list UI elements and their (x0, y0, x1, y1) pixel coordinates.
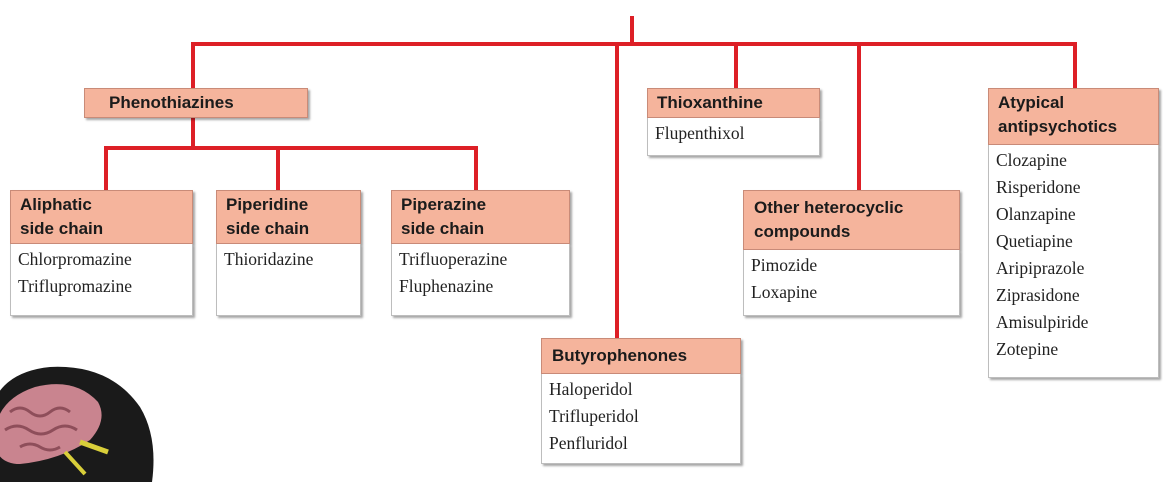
category-other-heterocyclic: Other heterocyclic compounds Pimozide Lo… (743, 190, 960, 316)
drug-list: Flupenthixol (647, 118, 820, 156)
category-title: Butyrophenones (541, 338, 741, 374)
drug-list: Haloperidol Trifluperidol Penfluridol (541, 374, 741, 464)
category-atypical: Atypical antipsychotics Clozapine Risper… (988, 88, 1159, 378)
drug-list: Clozapine Risperidone Olanzapine Quetiap… (988, 145, 1159, 378)
drug-name: Clozapine (996, 150, 1067, 170)
drug-name: Ziprasidone (996, 285, 1080, 305)
category-title: Piperidine side chain (216, 190, 361, 244)
drug-name: Zotepine (996, 339, 1059, 359)
connector-lines (104, 16, 1077, 340)
drug-list: Thioridazine (216, 244, 361, 316)
category-title: Piperazine side chain (391, 190, 570, 244)
category-title: Thioxanthine (647, 88, 820, 118)
category-piperidine: Piperidine side chain Thioridazine (216, 190, 361, 316)
drug-name: Haloperidol (549, 379, 633, 399)
drug-name: Penfluridol (549, 433, 628, 453)
drug-list: Pimozide Loxapine (743, 250, 960, 316)
drug-name: Triflupromazine (18, 276, 133, 296)
drug-name: Amisulpiride (996, 312, 1089, 332)
drug-name: Pimozide (751, 255, 818, 275)
brain-head-icon (0, 366, 154, 482)
drug-name: Olanzapine (996, 204, 1076, 224)
category-butyrophenones: Butyrophenones Haloperidol Trifluperidol… (541, 338, 741, 464)
category-aliphatic: Aliphatic side chain Chlorpromazine Trif… (10, 190, 193, 316)
drug-name: Trifluperidol (549, 406, 639, 426)
drug-name: Thioridazine (224, 249, 314, 269)
category-title: Other heterocyclic compounds (743, 190, 960, 250)
category-title: Phenothiazines (84, 88, 308, 118)
category-piperazine: Piperazine side chain Trifluoperazine Fl… (391, 190, 570, 316)
drug-name: Chlorpromazine (18, 249, 132, 269)
drug-list: Chlorpromazine Triflupromazine (10, 244, 193, 316)
drug-list: Trifluoperazine Fluphenazine (391, 244, 570, 316)
category-thioxanthine: Thioxanthine Flupenthixol (647, 88, 820, 156)
drug-name: Loxapine (751, 282, 818, 302)
drug-name: Flupenthixol (655, 123, 745, 143)
drug-name: Aripiprazole (996, 258, 1085, 278)
category-phenothiazines: Phenothiazines (84, 88, 308, 118)
drug-name: Fluphenazine (399, 276, 494, 296)
drug-name: Risperidone (996, 177, 1081, 197)
drug-name: Quetiapine (996, 231, 1073, 251)
category-title: Aliphatic side chain (10, 190, 193, 244)
drug-name: Trifluoperazine (399, 249, 508, 269)
category-title: Atypical antipsychotics (988, 88, 1159, 145)
